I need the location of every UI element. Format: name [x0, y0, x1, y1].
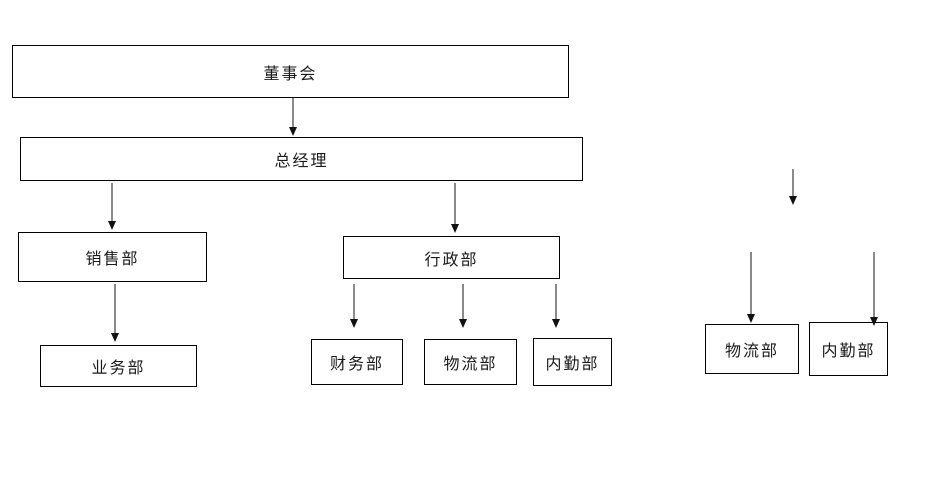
arrow-shaft — [873, 252, 875, 319]
arrow-shaft — [555, 284, 557, 321]
node-finance-dept: 财务部 — [311, 339, 403, 385]
arrow-shaft — [454, 183, 456, 226]
arrow-sales-dept-to-business-dept — [110, 284, 120, 342]
arrow-shaft — [462, 284, 464, 321]
node-internal-affairs-dept-right: 内勤部 — [809, 322, 888, 376]
node-logistics-dept-right: 物流部 — [705, 324, 799, 374]
arrow-admin-dept-to-logistics-dept — [458, 284, 468, 328]
node-general-manager: 总经理 — [20, 137, 583, 181]
arrow-head-icon — [459, 319, 467, 328]
arrow-shaft — [750, 252, 752, 316]
arrow-general-manager-to-sales-dept — [107, 183, 117, 230]
arrow-head-icon — [289, 127, 297, 136]
arrow-to-logistics-dept-right — [746, 252, 756, 323]
arrow-head-icon — [350, 319, 358, 328]
arrow-head-icon — [789, 196, 797, 205]
arrow-general-manager-to-admin-dept — [450, 183, 460, 233]
arrow-admin-dept-to-internal-affairs-dept — [551, 284, 561, 328]
node-business-dept: 业务部 — [40, 345, 197, 387]
node-logistics-dept: 物流部 — [424, 339, 517, 385]
arrow-head-icon — [870, 317, 878, 326]
arrow-head-icon — [451, 224, 459, 233]
arrow-head-icon — [552, 319, 560, 328]
arrow-shaft — [353, 284, 355, 321]
arrow-head-icon — [108, 221, 116, 230]
node-sales-dept: 销售部 — [18, 232, 207, 282]
node-admin-dept: 行政部 — [343, 236, 560, 279]
node-board: 董事会 — [12, 45, 569, 98]
arrow-head-icon — [747, 314, 755, 323]
arrow-shaft — [111, 183, 113, 223]
node-internal-affairs-dept: 内勤部 — [533, 338, 612, 386]
arrow-shaft — [792, 169, 794, 198]
arrow-shaft — [292, 98, 294, 129]
arrow-head-icon — [111, 333, 119, 342]
arrow-board-to-general-manager — [288, 98, 298, 136]
arrow-admin-dept-to-finance-dept — [349, 284, 359, 328]
arrow-shaft — [114, 284, 116, 335]
arrow-dangling-top-right — [788, 169, 798, 205]
arrow-to-internal-affairs-dept-right — [869, 252, 879, 326]
